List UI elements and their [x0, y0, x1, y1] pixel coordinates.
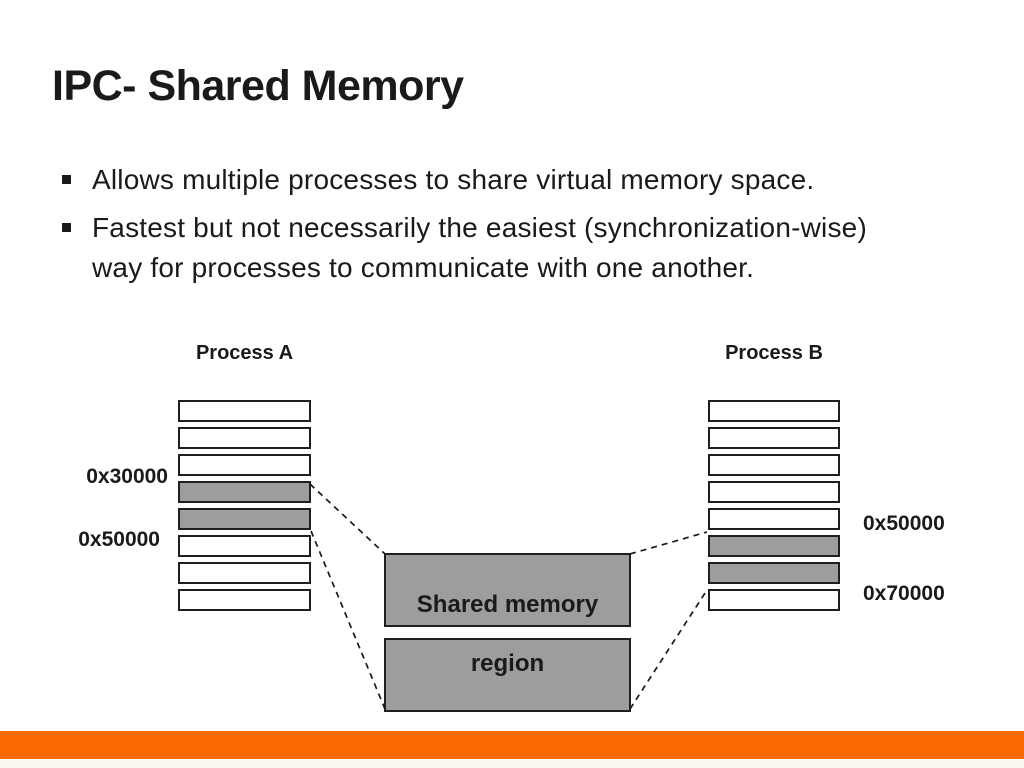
shared-memory-box-label: Shared memory: [416, 591, 599, 618]
memory-cell-white: [708, 481, 840, 503]
bullet-list: Allows multiple processes to share virtu…: [62, 160, 962, 296]
bullet-text: Fastest but not necessarily the easiest …: [92, 212, 867, 283]
dashed-connector-a-bottom: [310, 530, 386, 710]
bullet-square-icon: [62, 175, 71, 184]
memory-cell-gray: [708, 535, 840, 557]
address-label-a-lower: 0x50000: [78, 528, 160, 551]
bullet-item: Fastest but not necessarily the easiest …: [62, 208, 962, 288]
shared-memory-box-lower: region: [384, 638, 631, 712]
memory-cell-gray: [178, 481, 311, 503]
memory-cell-gray: [178, 508, 311, 530]
memory-cell-white: [178, 400, 311, 422]
memory-cell-white: [178, 589, 311, 611]
memory-cell-white: [708, 427, 840, 449]
bullet-text: Allows multiple processes to share virtu…: [92, 164, 815, 195]
shared-memory-region-label: region: [470, 650, 545, 677]
process-a-label: Process A: [195, 342, 294, 364]
dashed-connector-b-bottom: [629, 589, 708, 710]
dashed-connector-b-top: [629, 531, 708, 555]
footer-accent-bar: [0, 731, 1024, 759]
memory-cell-white: [708, 400, 840, 422]
process-a-memory-stack: [178, 400, 311, 616]
address-label-a-upper: 0x30000: [86, 465, 168, 488]
bullet-square-icon: [62, 223, 71, 232]
memory-cell-white: [708, 508, 840, 530]
process-b-memory-stack: [708, 400, 840, 616]
process-b-label: Process B: [725, 342, 823, 364]
memory-cell-white: [178, 562, 311, 584]
memory-cell-white: [708, 454, 840, 476]
shared-memory-box-upper: Shared memory: [384, 553, 631, 627]
footer-bottom-strip: [0, 760, 1024, 768]
memory-cell-gray: [708, 562, 840, 584]
dashed-connector-a-top: [309, 483, 386, 555]
memory-cell-white: [178, 454, 311, 476]
bullet-item: Allows multiple processes to share virtu…: [62, 160, 962, 200]
page-title: IPC- Shared Memory: [52, 62, 464, 110]
memory-cell-white: [708, 589, 840, 611]
memory-cell-white: [178, 427, 311, 449]
address-label-b-upper: 0x50000: [863, 512, 945, 535]
address-label-b-lower: 0x70000: [863, 582, 945, 605]
memory-cell-white: [178, 535, 311, 557]
